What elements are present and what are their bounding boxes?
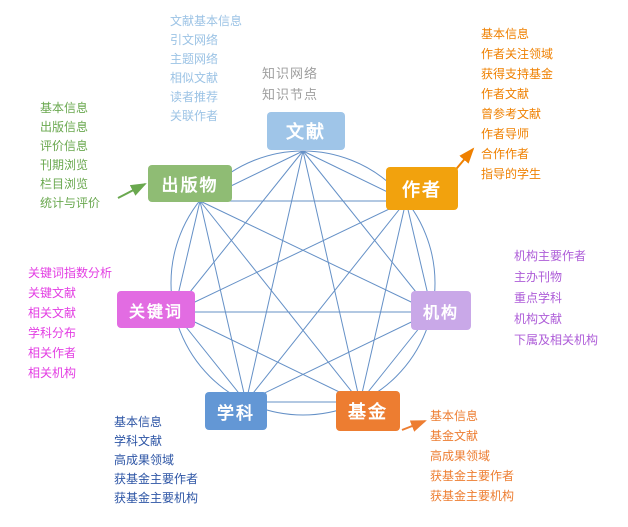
list-item: 高成果领域 xyxy=(114,453,175,467)
list-item: 获基金主要机构 xyxy=(430,489,515,503)
institution-feature-list: 机构主要作者 主办刊物 重点学科 机构文献 下属及相关机构 xyxy=(514,246,614,351)
center-label-line: 知识网络 xyxy=(262,67,319,82)
node-fund: 基金 xyxy=(336,391,400,431)
center-label-line: 知识节点 xyxy=(262,88,319,103)
list-item: 高成果领域 xyxy=(430,449,491,463)
list-item: 引文网络 xyxy=(170,33,219,47)
list-item: 指导的学生 xyxy=(481,167,542,181)
publication-arrow-icon xyxy=(117,183,147,199)
publication-feature-list: 基本信息 出版信息 评价信息 刊期浏览 栏目浏览 统计与评价 xyxy=(40,99,100,213)
list-item: 基本信息 xyxy=(40,101,89,115)
list-item: 机构文献 xyxy=(514,312,563,326)
list-item: 作者文献 xyxy=(481,87,530,101)
list-item: 主题网络 xyxy=(170,52,219,66)
node-discipline: 学科 xyxy=(205,392,267,430)
list-item: 主办刊物 xyxy=(514,270,563,284)
node-literature: 文献 xyxy=(267,112,345,150)
list-item: 重点学科 xyxy=(514,291,563,305)
list-item: 基本信息 xyxy=(481,27,530,41)
list-item: 获得支持基金 xyxy=(481,67,554,81)
list-item: 合作作者 xyxy=(481,147,530,161)
node-publication: 出版物 xyxy=(148,165,232,202)
keyword-feature-list: 关键词指数分析 关键文献 相关文献 学科分布 相关作者 相关机构 xyxy=(28,263,112,383)
discipline-feature-list: 基本信息 学科文献 高成果领域 获基金主要作者 获基金主要机构 xyxy=(114,413,198,508)
list-item: 获基金主要作者 xyxy=(430,469,515,483)
list-item: 作者关注领域 xyxy=(481,47,554,61)
list-item: 相关文献 xyxy=(28,306,77,320)
fund-feature-list: 基本信息 基金文献 高成果领域 获基金主要作者 获基金主要机构 xyxy=(430,406,514,506)
center-label: 知识网络 知识节点 xyxy=(262,64,318,106)
list-item: 读者推荐 xyxy=(170,90,219,104)
fund-arrow-icon xyxy=(401,420,427,432)
list-item: 关键文献 xyxy=(28,286,77,300)
node-keyword: 关键词 xyxy=(117,291,195,328)
list-item: 关键词指数分析 xyxy=(28,266,113,280)
node-institution: 机构 xyxy=(411,291,471,330)
list-item: 基本信息 xyxy=(114,415,163,429)
list-item: 统计与评价 xyxy=(40,196,101,210)
list-item: 文献基本信息 xyxy=(170,14,243,28)
literature-feature-list: 文献基本信息 引文网络 主题网络 相似文献 读者推荐 关联作者 xyxy=(170,12,242,126)
list-item: 机构主要作者 xyxy=(514,249,587,263)
list-item: 基金文献 xyxy=(430,429,479,443)
list-item: 学科分布 xyxy=(28,326,77,340)
node-author: 作者 xyxy=(386,167,458,210)
list-item: 相似文献 xyxy=(170,71,219,85)
list-item: 相关机构 xyxy=(28,366,77,380)
list-item: 获基金主要作者 xyxy=(114,472,199,486)
list-item: 曾参考文献 xyxy=(481,107,542,121)
list-item: 评价信息 xyxy=(40,139,89,153)
list-item: 出版信息 xyxy=(40,120,89,134)
list-item: 获基金主要机构 xyxy=(114,491,199,505)
list-item: 下属及相关机构 xyxy=(514,333,599,347)
list-item: 相关作者 xyxy=(28,346,77,360)
list-item: 刊期浏览 xyxy=(40,158,89,172)
list-item: 关联作者 xyxy=(170,109,219,123)
list-item: 作者导师 xyxy=(481,127,530,141)
list-item: 栏目浏览 xyxy=(40,177,89,191)
list-item: 学科文献 xyxy=(114,434,163,448)
author-feature-list: 基本信息 作者关注领域 获得支持基金 作者文献 曾参考文献 作者导师 合作作者 … xyxy=(481,24,553,184)
list-item: 基本信息 xyxy=(430,409,479,423)
